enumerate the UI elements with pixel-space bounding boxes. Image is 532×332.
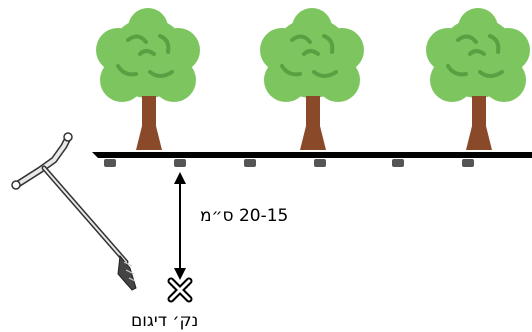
tree-trunk [142, 96, 156, 126]
drip-emitter [314, 159, 326, 167]
drip-emitter [104, 159, 116, 167]
tree-trunk [472, 96, 486, 126]
soil-auger-icon [11, 132, 137, 291]
drip-emitter [392, 159, 404, 167]
drip-line [92, 152, 532, 158]
tree [260, 8, 364, 150]
sampling-point-label: נק׳ דיגום [131, 311, 199, 331]
drip-emitter [244, 159, 256, 167]
tree-canopy [260, 8, 364, 102]
drip-emitter [174, 159, 186, 167]
distance-label: 20-15 ס״מ [200, 206, 289, 226]
sampling-point-marker [167, 277, 193, 303]
tree [426, 8, 530, 150]
tree-canopy [426, 8, 530, 102]
tree [96, 8, 200, 150]
drip-emitters [104, 159, 474, 167]
tree-trunk [306, 96, 320, 126]
tree-canopy [96, 8, 200, 102]
distance-arrow [174, 172, 186, 280]
drip-emitter [462, 159, 474, 167]
